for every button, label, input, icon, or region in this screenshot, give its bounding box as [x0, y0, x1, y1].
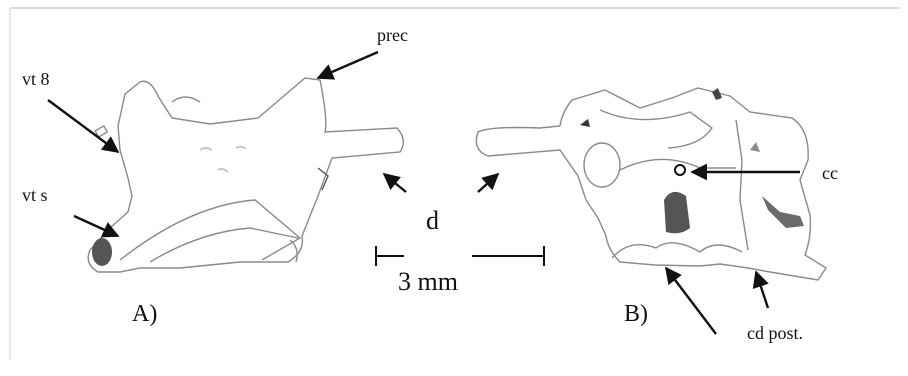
vertebra-a-shaded-spot	[92, 238, 112, 266]
vertebra-a-centrum-lower	[150, 228, 298, 262]
scale-bar	[376, 246, 544, 266]
arrow-d-right	[478, 174, 498, 192]
vertebra-b-canal-dot	[675, 165, 685, 175]
vertebra-b-dark-mark-1	[580, 119, 590, 127]
vertebra-b-condyles	[612, 243, 742, 258]
arrow-d-left	[384, 174, 406, 192]
vertebra-b-outline	[476, 88, 826, 280]
label-vts: vt s	[22, 186, 48, 204]
label-d: d	[426, 208, 439, 234]
vertebra-a-centrum-ridge	[120, 200, 300, 260]
vertebra-b-neural-canal	[584, 143, 620, 187]
panel-label-b: B)	[624, 302, 648, 326]
vertebra-a-texture	[200, 147, 246, 172]
label-vt8: vt 8	[22, 70, 50, 88]
vertebra-b-small-shade	[750, 142, 760, 152]
vertebra-a	[88, 78, 403, 272]
label-cc: cc	[822, 164, 838, 182]
vertebra-a-spine-notch	[172, 97, 200, 102]
arrow-cdpost-1	[666, 268, 716, 334]
arrow-vt8	[48, 100, 118, 152]
vertebra-b-posterior-edge	[736, 120, 748, 250]
panel-label-a: A)	[132, 302, 157, 326]
scale-bar-label: 3 mm	[398, 269, 458, 295]
arrow-cdpost-2	[756, 272, 768, 308]
label-prec: prec	[377, 26, 408, 44]
vertebra-a-outline	[88, 78, 403, 272]
vertebra-b-shaded-region	[664, 192, 690, 234]
arrow-prec	[318, 52, 378, 78]
label-cd-post: cd post.	[747, 324, 803, 342]
vertebra-b-shaded-tail	[762, 196, 804, 228]
vertebra-b-spine-arc	[600, 110, 712, 148]
vertebra-b	[476, 88, 826, 280]
